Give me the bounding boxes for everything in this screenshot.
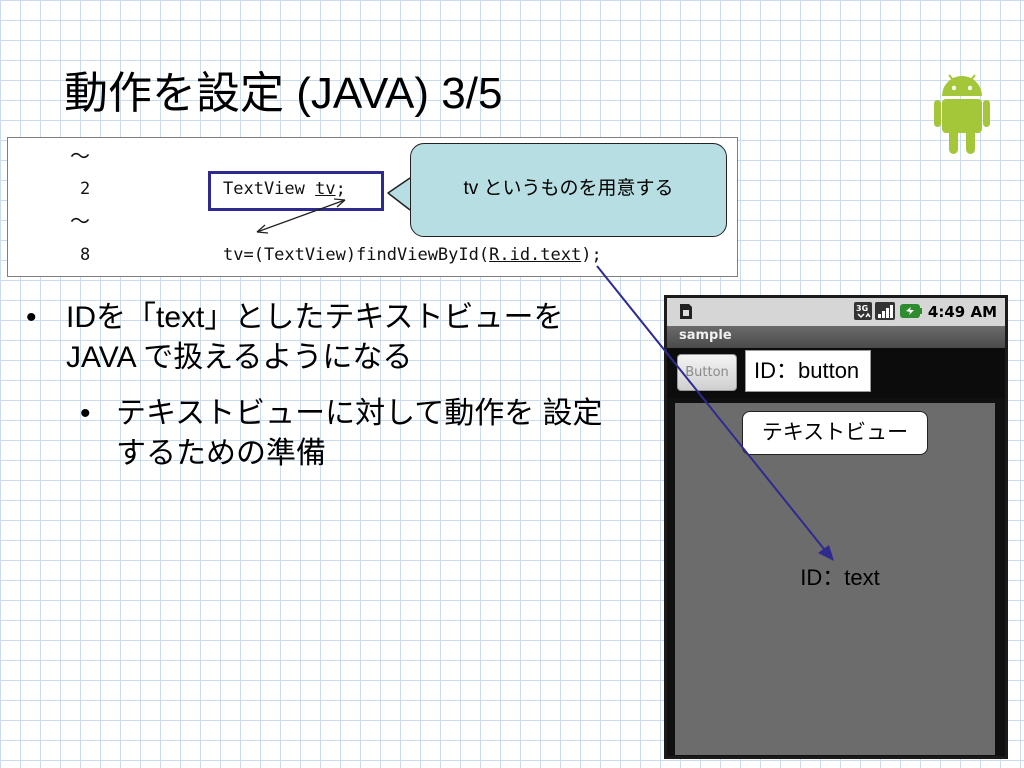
network-3g-icon: 3G: [854, 302, 872, 320]
code-line-2: TextView tv;: [223, 178, 346, 200]
code-line-number-8: 8: [80, 245, 91, 265]
svg-text:3G: 3G: [856, 304, 868, 313]
code-ellipsis-2: ～: [70, 209, 90, 233]
id-text-label: ID：text: [800, 565, 880, 590]
android-phone-screenshot: 3G 4:49 AM sample Button ID：button: [664, 295, 1008, 759]
app-title-bar: sample: [667, 326, 1005, 348]
callout-bubble: [410, 143, 727, 237]
bullet-item-level2: • テキストビューに対して動作を 設定するための準備: [26, 394, 626, 474]
bullet-item-level1: • IDを「text」としたテキストビューを JAVA で扱えるようになる: [26, 298, 626, 378]
status-time: 4:49 AM: [927, 303, 997, 321]
resource-id-reference: R.id.text: [489, 245, 582, 265]
android-logo-icon: [934, 74, 990, 154]
signal-bars-icon: [875, 302, 895, 320]
slide-title: 動作を設定 (JAVA) 3/5: [64, 69, 503, 118]
bullet-marker: •: [80, 397, 91, 430]
sim-card-icon: [680, 304, 692, 319]
code-line-8-prefix: tv=(TextView)findViewById(: [223, 245, 490, 265]
textview-label: テキストビュー: [742, 411, 928, 455]
battery-charging-icon: [900, 304, 922, 318]
bullet-list: • IDを「text」としたテキストビューを JAVA で扱えるようになる • …: [26, 298, 626, 474]
bullet-text: テキストビューに対して動作を 設定するための準備: [116, 397, 603, 470]
code-line-2-text: TextView tv;: [223, 179, 346, 199]
app-title: sample: [679, 328, 732, 343]
id-button-label: ID：button: [745, 350, 871, 392]
phone-button[interactable]: Button: [677, 354, 737, 391]
code-line-8: tv=(TextView)findViewById(R.id.text);: [223, 244, 602, 266]
code-ellipsis-1: ～: [70, 144, 90, 168]
code-line-number-2: 2: [80, 179, 91, 199]
status-bar: 3G 4:49 AM: [667, 298, 1005, 326]
bullet-marker: •: [26, 301, 37, 334]
bullet-text: IDを「text」としたテキストビューを JAVA で扱えるようになる: [66, 301, 564, 374]
code-line-8-suffix: );: [581, 245, 602, 265]
tv-variable: tv: [315, 179, 336, 199]
callout-text: tv というものを用意する: [463, 178, 674, 199]
